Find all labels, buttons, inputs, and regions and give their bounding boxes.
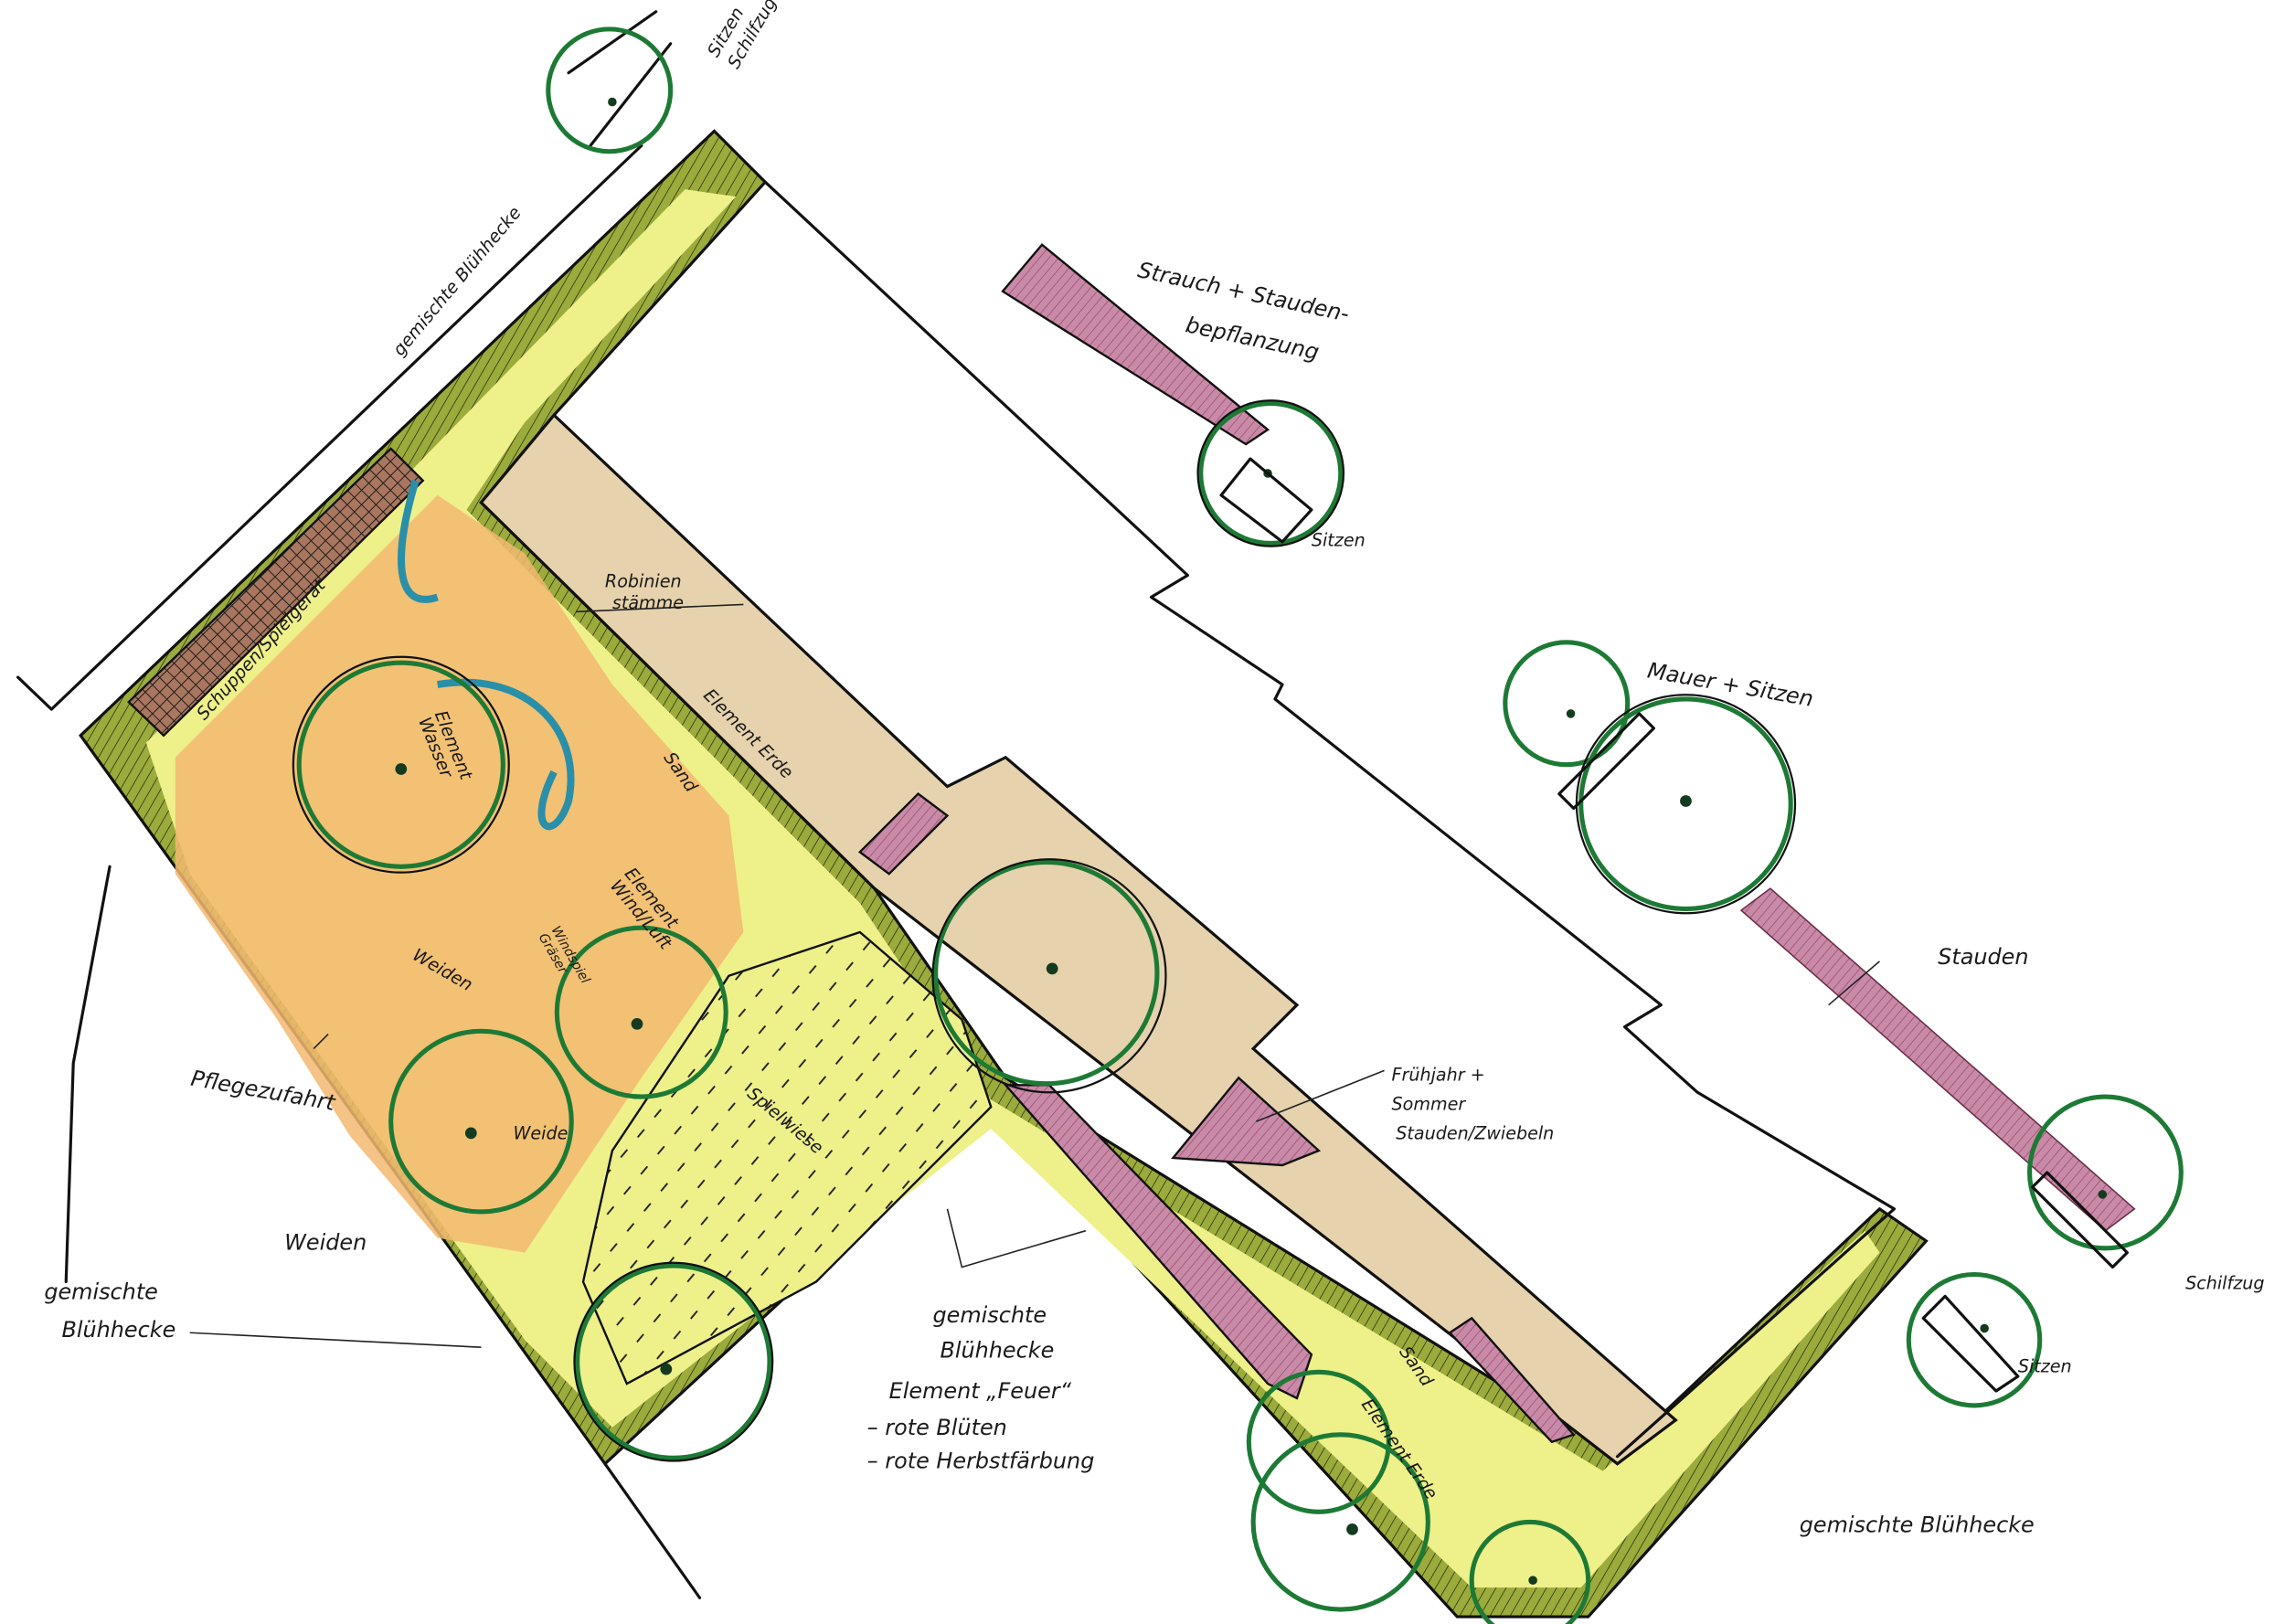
tree [1503,640,1631,768]
water-stream [398,479,575,831]
building-outline [763,180,1896,1211]
bulbs-bed-pink [1171,1076,1322,1167]
label-sitzen-schilfzug: SitzenSchilfzug [703,0,781,72]
tree [546,27,674,154]
reed-strip-top [567,10,673,147]
tree [2027,1094,2184,1251]
label-hedge-bottom-right: gemischte Blühhecke [1800,1513,2035,1538]
tree [1196,399,1345,547]
property-lines [16,143,702,1599]
label-sitzen-mid: Sitzen [1312,530,1366,551]
lawn-area [145,189,1880,1588]
label-schilfzug-right: Schilfzug [2185,1272,2264,1293]
label-element-feuer: Element „Feuer“– rote Blüten– rote Herbs… [867,1378,1095,1473]
tree [1469,1519,1591,1624]
perennial-strip [1739,887,2136,1232]
label-stauden: Stauden [1938,944,2028,970]
tree [554,925,728,1099]
tree [931,858,1167,1094]
play-lawn [581,930,993,1385]
tree [1250,1432,1430,1612]
benches [1219,457,2129,1393]
perennial-bed-pink-2 [1448,1316,1576,1444]
label-weiden-left: Weiden [284,1229,367,1255]
tree [1246,1369,1391,1514]
leader-lines [313,603,1880,1268]
paving-strip [479,412,1678,1466]
label-sitzen-right: Sitzen [2018,1355,2072,1376]
tree [388,1028,574,1215]
perennial-bed-pink-3 [857,792,950,876]
trees [292,27,2184,1624]
tree [1575,694,1797,915]
tree [292,655,510,874]
tree [1906,1271,2043,1408]
shed-playground [127,447,425,738]
tree [573,1261,774,1462]
shrub-strip [1001,243,1270,446]
play-path-orange [175,494,744,1253]
label-weide: Weide [514,1122,569,1143]
